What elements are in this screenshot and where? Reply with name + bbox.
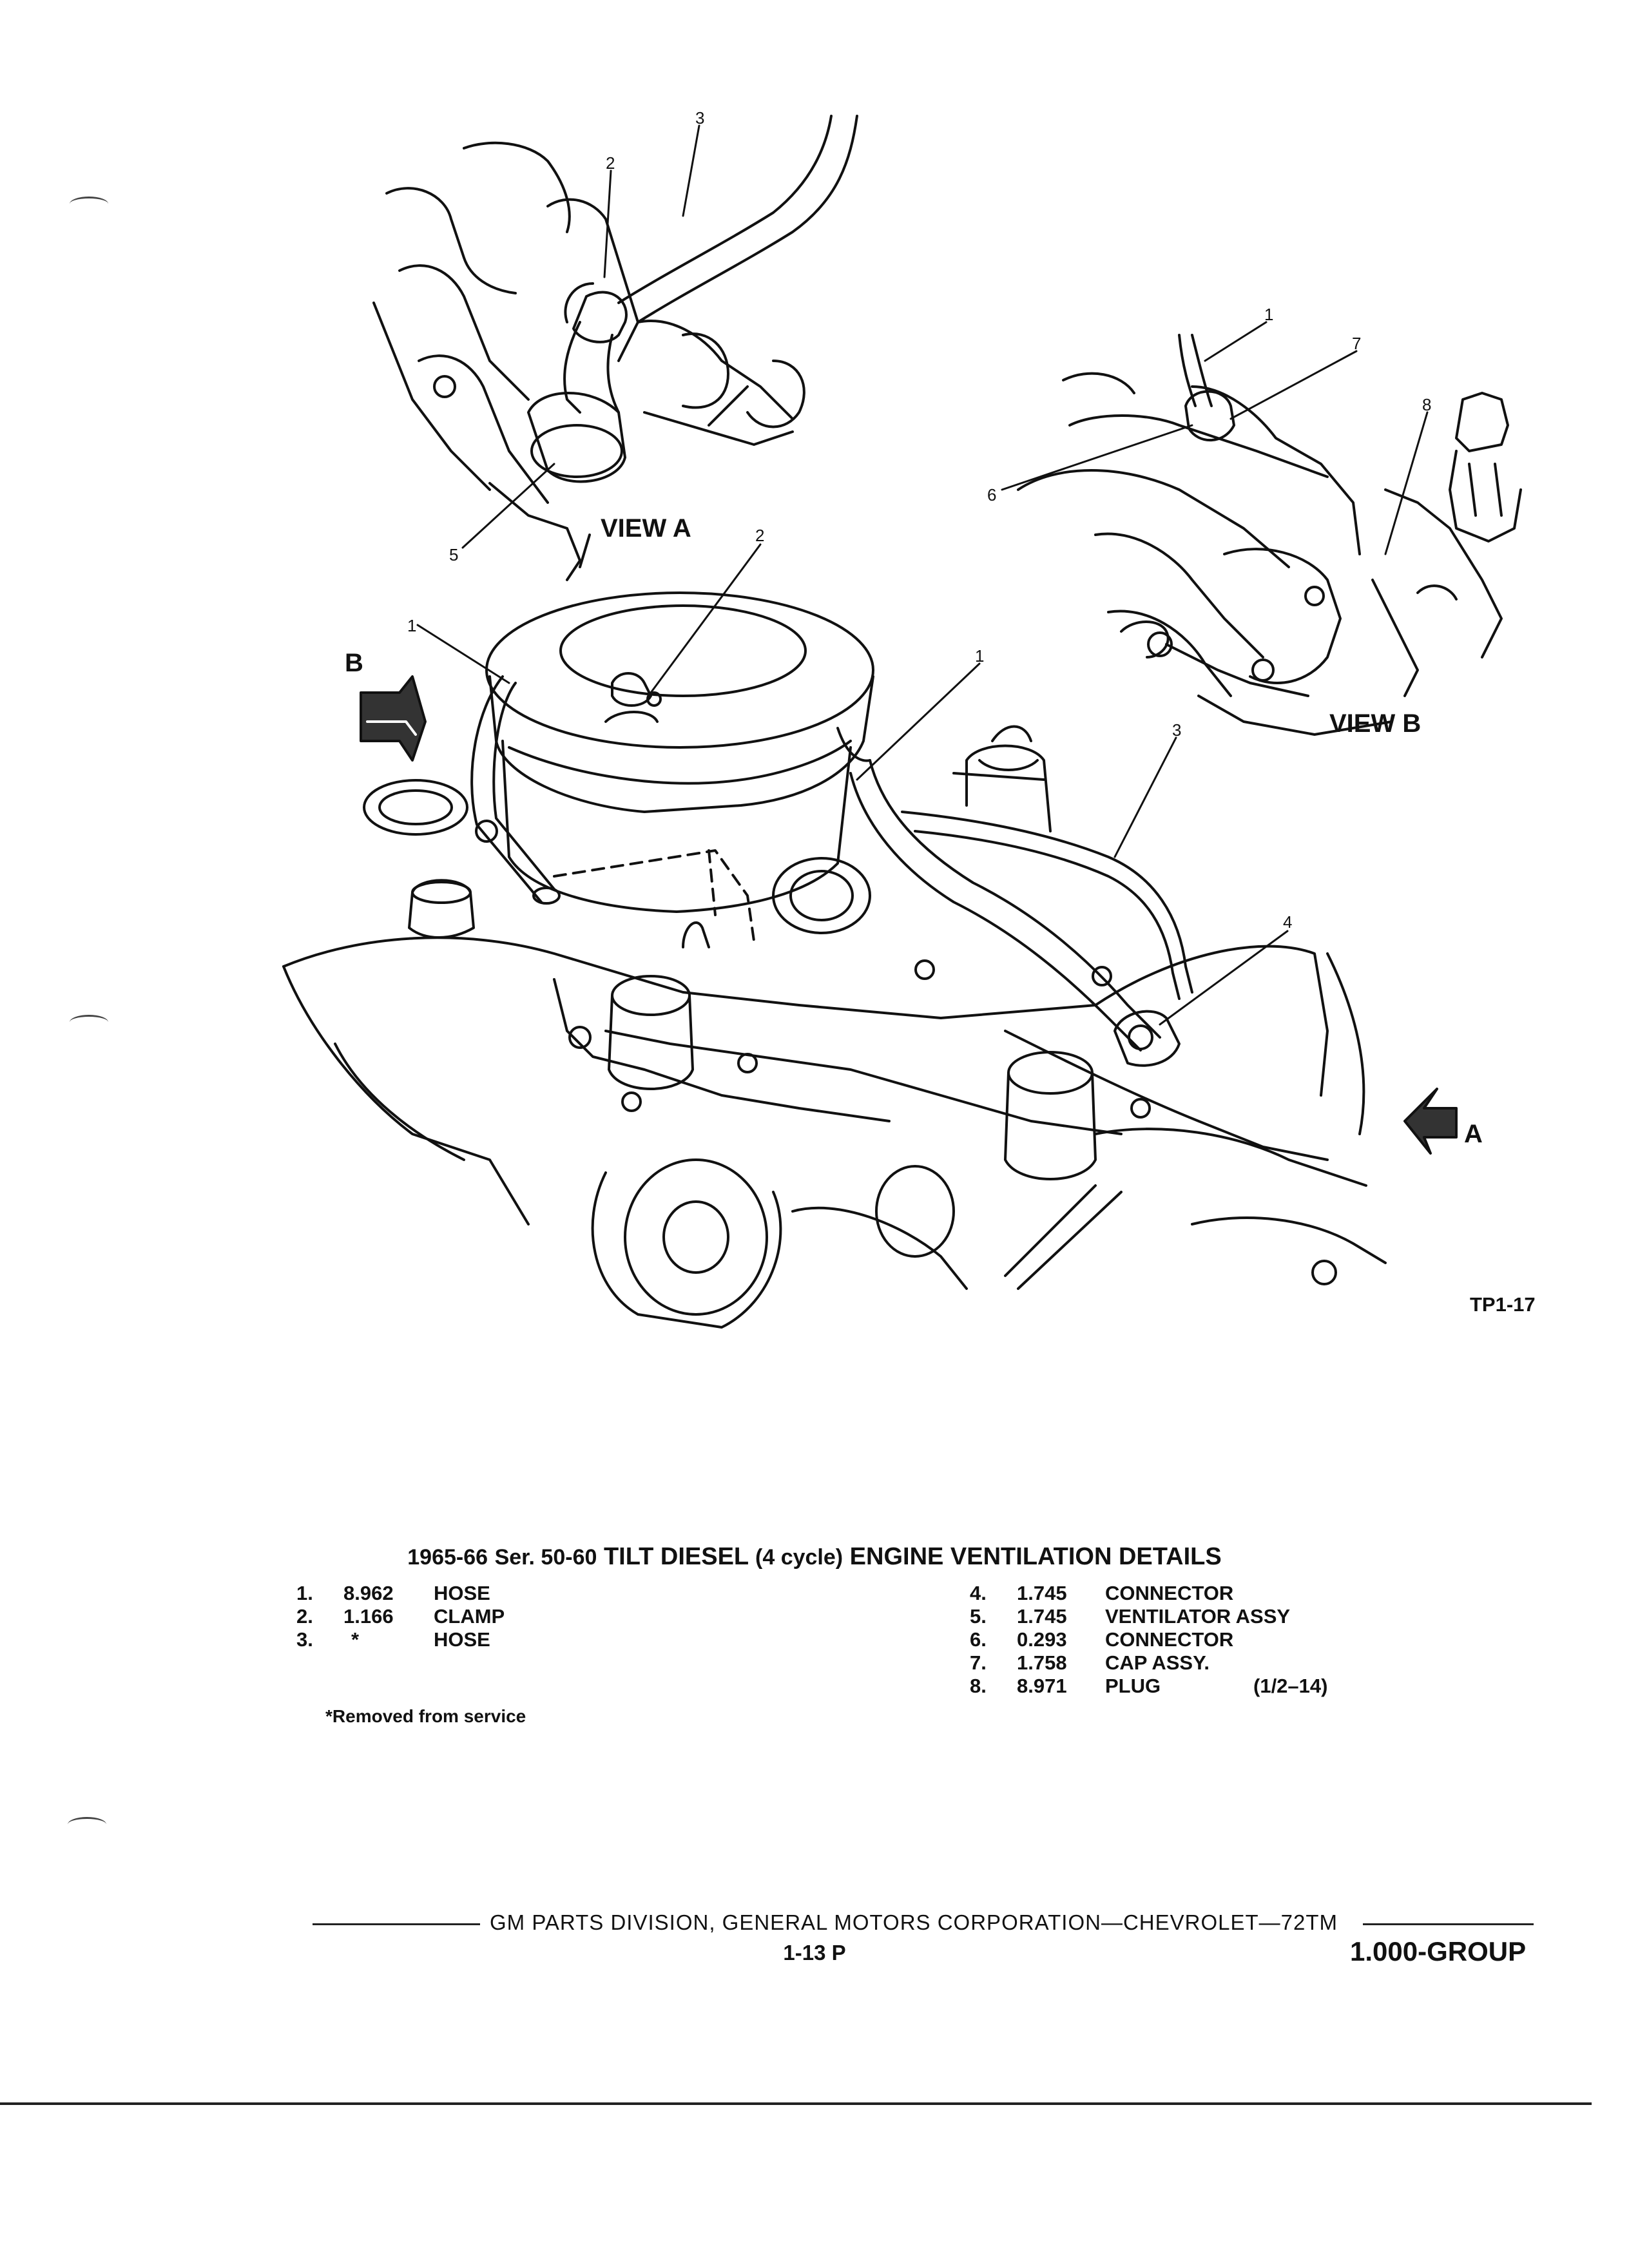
callout-numbers: 3 2 5 1 7 6 8 1 2 1 3 4 VIEW A VIEW B B …: [345, 108, 1483, 1148]
parts-list-left: 1. 8.962 HOSE 2. 1.166 CLAMP 3. * HOSE: [287, 1582, 673, 1651]
part-row: 3. * HOSE: [287, 1628, 673, 1651]
part-row: 4. 1.745 CONNECTOR: [960, 1582, 1411, 1605]
part-number: 8.: [970, 1675, 987, 1697]
part-name: HOSE: [434, 1582, 490, 1604]
part-name: VENTILATOR ASSY: [1105, 1605, 1291, 1628]
leader-lines: [416, 124, 1429, 1026]
part-row: 1. 8.962 HOSE: [287, 1582, 673, 1605]
figure-caption: 1965-66 Ser. 50-60 TILT DIESEL (4 cycle)…: [0, 1543, 1629, 1571]
footnote: *Removed from service: [325, 1706, 526, 1726]
part-name: CAP ASSY.: [1105, 1651, 1210, 1674]
caption-rest: ENGINE VENTILATION DETAILS: [849, 1543, 1222, 1570]
part-row: 7. 1.758 CAP ASSY.: [960, 1651, 1411, 1675]
engine-ventilation-illustration: 3 2 5 1 7 6 8 1 2 1 3 4 VIEW A VIEW B B …: [282, 108, 1522, 1329]
view-b-drawing: [1017, 334, 1522, 736]
callout-1-right: 1: [975, 646, 984, 666]
part-name: CLAMP: [434, 1605, 505, 1628]
edge-mark: [70, 1015, 108, 1030]
footer-division: GM PARTS DIVISION, GENERAL MOTORS CORPOR…: [490, 1910, 1338, 1934]
callout-2-view-a: 2: [606, 153, 615, 173]
part-number: 4.: [970, 1582, 987, 1604]
part-code: *: [351, 1628, 360, 1651]
part-row: 8. 8.971 PLUG (1/2–14): [960, 1675, 1411, 1698]
part-code: 1.745: [1017, 1582, 1067, 1604]
caption-main: TILT DIESEL: [603, 1543, 749, 1570]
arrow-b-label: B: [345, 649, 363, 677]
callout-3-main: 3: [1172, 720, 1181, 740]
part-number: 1.: [296, 1582, 313, 1604]
arrow-a-label: A: [1464, 1120, 1483, 1148]
part-code: 1.745: [1017, 1605, 1067, 1628]
callout-5: 5: [449, 545, 458, 564]
callout-2-main: 2: [755, 526, 764, 545]
footer-rule-right: [1363, 1923, 1534, 1925]
arrow-a: [1403, 1088, 1458, 1155]
callout-6: 6: [987, 485, 996, 505]
figure-reference: TP1-17: [1470, 1293, 1536, 1316]
callout-7: 7: [1352, 334, 1361, 353]
part-name: CONNECTOR: [1105, 1582, 1234, 1604]
part-number: 6.: [970, 1628, 987, 1651]
part-number: 5.: [970, 1605, 987, 1628]
callout-1-view-b: 1: [1264, 305, 1273, 324]
arrow-b: [360, 675, 427, 762]
part-row: 2. 1.166 CLAMP: [287, 1605, 673, 1628]
callout-8: 8: [1422, 395, 1431, 414]
caption-years: 1965-66: [407, 1545, 488, 1570]
part-number: 7.: [970, 1651, 987, 1674]
part-code: 1.166: [343, 1605, 394, 1628]
part-code: 8.962: [343, 1582, 394, 1604]
view-a-label: VIEW A: [601, 514, 691, 543]
part-name: PLUG: [1105, 1675, 1161, 1697]
callout-1-left: 1: [407, 616, 416, 635]
caption-series: Ser. 50-60: [494, 1545, 597, 1570]
part-code: 1.758: [1017, 1651, 1067, 1674]
part-row: 6. 0.293 CONNECTOR: [960, 1628, 1411, 1651]
callout-3-view-a: 3: [695, 108, 704, 128]
part-code: 8.971: [1017, 1675, 1067, 1697]
view-a-drawing: [372, 115, 858, 581]
part-number: 2.: [296, 1605, 313, 1628]
callout-4: 4: [1283, 912, 1292, 932]
edge-mark: [68, 1817, 106, 1832]
parts-list-right: 4. 1.745 CONNECTOR 5. 1.745 VENTILATOR A…: [960, 1582, 1411, 1698]
view-b-label: VIEW B: [1329, 709, 1421, 738]
part-row: 5. 1.745 VENTILATOR ASSY: [960, 1605, 1411, 1628]
part-number: 3.: [296, 1628, 313, 1651]
page-number: 1-13 P: [783, 1941, 846, 1965]
part-name: CONNECTOR: [1105, 1628, 1234, 1651]
edge-mark: [70, 197, 108, 211]
footer-rule-left: [313, 1923, 480, 1925]
caption-cycle: (4 cycle): [755, 1545, 843, 1570]
page-bottom-rule: [0, 2102, 1592, 2105]
main-engine-drawing: [282, 591, 1387, 1329]
part-code: 0.293: [1017, 1628, 1067, 1651]
group-number: 1.000-GROUP: [1350, 1936, 1527, 1966]
part-thread-size: (1/2–14): [1253, 1675, 1328, 1697]
part-name: HOSE: [434, 1628, 490, 1651]
